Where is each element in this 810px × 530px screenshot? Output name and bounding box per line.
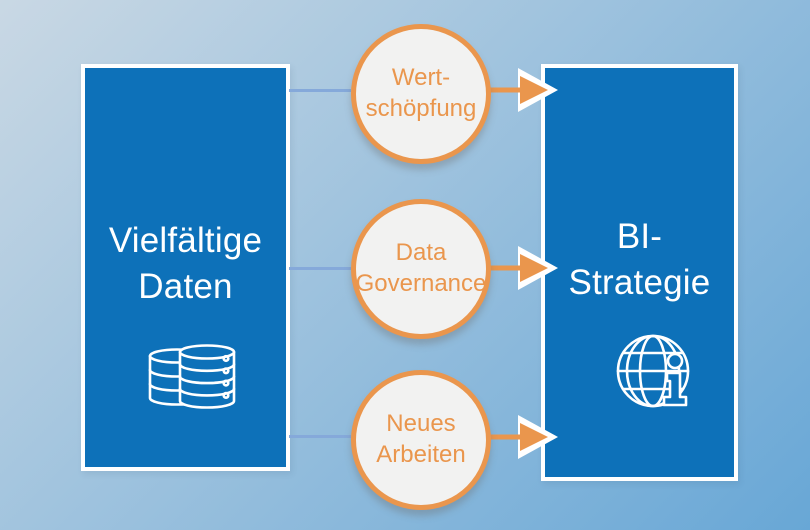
- node-label: Data Governance: [355, 239, 487, 297]
- node-neues-arbeiten: Neues Arbeiten: [351, 370, 491, 510]
- globe-info-icon: [616, 334, 690, 408]
- connector-line-data-governance: [289, 267, 351, 270]
- target-box-bi-strategie: BI- Strategie: [541, 64, 738, 481]
- node-label: Neues Arbeiten: [376, 410, 466, 468]
- connector-line-neues-arbeiten: [289, 435, 351, 438]
- node-wertschoepfung: Wert- schöpfung: [351, 24, 491, 164]
- arrow-icon-data-governance: [486, 246, 558, 290]
- database-stack-icon: [148, 344, 236, 409]
- arrow-icon-wertschoepfung: [486, 68, 558, 112]
- source-box-vielfaeltige-daten: Vielfältige Daten: [81, 64, 290, 471]
- node-data-governance: Data Governance: [351, 199, 491, 339]
- left-box-title: Vielfältige Daten: [108, 221, 263, 307]
- arrow-icon-neues-arbeiten: [486, 415, 558, 459]
- node-label: Wert- schöpfung: [365, 64, 477, 122]
- connector-line-wertschoepfung: [289, 89, 351, 92]
- right-box-title: BI- Strategie: [568, 217, 711, 303]
